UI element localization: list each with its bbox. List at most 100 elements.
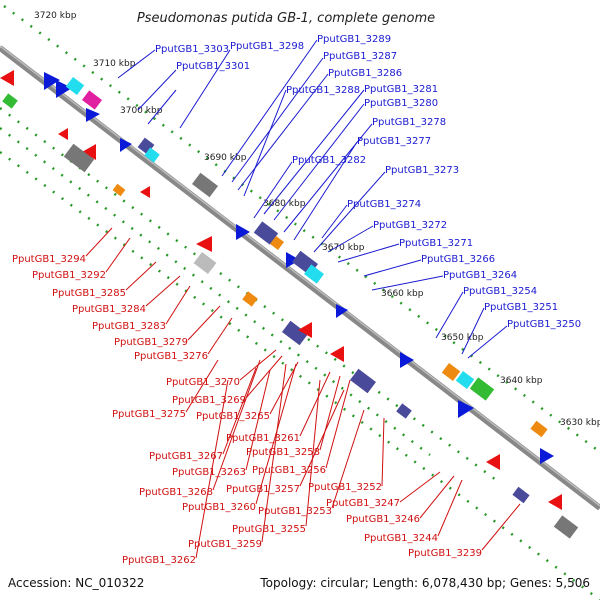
topology-text: Topology: circular; Length: 6,078,430 bp… — [260, 576, 590, 590]
forward-gene-labels: PputGB1_3303 PputGB1_3298 PputGB1_3301 P… — [155, 34, 581, 330]
gene-arrow — [58, 128, 68, 140]
gene-arrow — [82, 144, 96, 160]
gene-box — [193, 251, 217, 275]
gene-label: PputGB1_3266 — [421, 254, 495, 265]
map-title: Pseudomonas putida GB-1, complete genome — [137, 11, 435, 26]
gene-label: PputGB1_3284 — [72, 304, 146, 315]
gene-label: PputGB1_3283 — [92, 321, 166, 332]
gene-box — [144, 147, 160, 163]
gene-label: PputGB1_3246 — [346, 514, 420, 525]
kbp-tick: 3640 kbp — [500, 376, 543, 386]
kbp-tick: 3670 kbp — [322, 243, 365, 253]
gene-label: PputGB1_3276 — [134, 351, 208, 362]
gene-label: PputGB1_3265 — [196, 411, 270, 422]
gene-label: PputGB1_3268 — [139, 487, 213, 498]
gene-label: PputGB1_3260 — [182, 502, 256, 513]
gene-arrow — [44, 72, 60, 90]
gene-box — [530, 420, 548, 438]
kbp-tick: 3660 kbp — [381, 289, 424, 299]
gene-arrow — [400, 352, 414, 368]
gene-arrow — [236, 224, 250, 240]
kbp-tick: 3690 kbp — [204, 153, 247, 163]
gene-arrow — [298, 322, 312, 338]
genome-backbone-highlight — [0, 45, 600, 507]
gene-label: PputGB1_3256 — [252, 465, 326, 476]
kbp-tick: 3650 kbp — [441, 333, 484, 343]
reverse-strand-genes — [0, 70, 579, 539]
gene-label: PputGB1_3254 — [463, 286, 537, 297]
gene-label: PputGB1_3289 — [317, 34, 391, 45]
gene-box — [65, 76, 85, 96]
gene-label: PputGB1_3285 — [52, 288, 126, 299]
gene-arrow — [86, 108, 100, 122]
kbp-tick: 3630 kbp — [560, 418, 600, 428]
gene-label: PputGB1_3281 — [364, 84, 438, 95]
genome-backbone — [0, 45, 600, 511]
gene-label: PputGB1_3287 — [323, 51, 397, 62]
kbp-tick-labels: 3720 kbp 3710 kbp 3700 kbp 3690 kbp 3680… — [34, 11, 600, 428]
gene-label: PputGB1_3278 — [372, 117, 446, 128]
gene-label: PputGB1_3271 — [399, 238, 473, 249]
gene-label: PputGB1_3247 — [326, 498, 400, 509]
gene-label: PputGB1_3270 — [166, 377, 240, 388]
gene-box — [2, 93, 18, 109]
gene-box — [82, 90, 102, 110]
gene-label: PputGB1_3294 — [12, 254, 86, 265]
gene-box — [304, 264, 324, 284]
gene-arrow — [486, 454, 500, 470]
forward-leader-lines — [117, 39, 508, 359]
gene-box — [253, 221, 279, 245]
gene-arrow — [0, 70, 14, 86]
gene-label: PputGB1_3277 — [357, 136, 431, 147]
kbp-tick: 3720 kbp — [34, 11, 77, 21]
gene-arrow — [120, 138, 132, 152]
gene-box — [455, 370, 475, 390]
gene-arrow — [330, 346, 344, 362]
gene-arrow — [458, 400, 474, 418]
gene-label: PputGB1_3298 — [230, 41, 304, 52]
gene-label: PputGB1_3250 — [507, 319, 581, 330]
gene-box — [553, 515, 579, 539]
gene-label: PputGB1_3275 — [112, 409, 186, 420]
gene-label: PputGB1_3279 — [114, 337, 188, 348]
gene-label: PputGB1_3273 — [385, 165, 459, 176]
gene-label: PputGB1_3253 — [258, 506, 332, 517]
gene-label: PputGB1_3252 — [308, 482, 382, 493]
gene-box — [396, 403, 412, 419]
gene-label: PputGB1_3292 — [32, 270, 106, 281]
gene-label: PputGB1_3244 — [364, 533, 438, 544]
gene-box — [469, 377, 495, 401]
gene-label: PputGB1_3262 — [122, 555, 196, 566]
gene-label: PputGB1_3257 — [226, 484, 300, 495]
gene-label: PputGB1_3263 — [172, 467, 246, 478]
gene-label: PputGB1_3259 — [188, 539, 262, 550]
gene-label: PputGB1_3261 — [226, 433, 300, 444]
gene-label: PputGB1_3282 — [292, 155, 366, 166]
gene-box — [269, 235, 285, 251]
gene-arrow — [56, 80, 72, 98]
kbp-tick: 3710 kbp — [93, 59, 136, 69]
kbp-tick: 3700 kbp — [120, 106, 163, 116]
gene-label: PputGB1_3269 — [172, 395, 246, 406]
gene-arrow — [540, 448, 554, 464]
gene-label: PputGB1_3286 — [328, 68, 402, 79]
gene-box — [512, 486, 530, 504]
lower-tick-track — [0, 150, 600, 600]
gene-label: PputGB1_3280 — [364, 98, 438, 109]
gene-label: PputGB1_3255 — [232, 524, 306, 535]
kbp-tick: 3680 kbp — [263, 199, 306, 209]
gene-box — [63, 143, 95, 173]
gene-label: PputGB1_3239 — [408, 548, 482, 559]
gene-box — [242, 291, 258, 307]
gene-arrow — [286, 252, 300, 268]
gene-label: PputGB1_3258 — [246, 447, 320, 458]
forward-strand-genes — [44, 72, 554, 464]
gene-label: PputGB1_3274 — [347, 199, 421, 210]
gene-box — [441, 362, 461, 382]
reverse-leader-lines — [85, 227, 521, 559]
gene-arrow — [548, 494, 562, 510]
gene-label: PputGB1_3272 — [373, 220, 447, 231]
gene-label: PputGB1_3264 — [443, 270, 517, 281]
gene-arrow — [196, 236, 212, 252]
